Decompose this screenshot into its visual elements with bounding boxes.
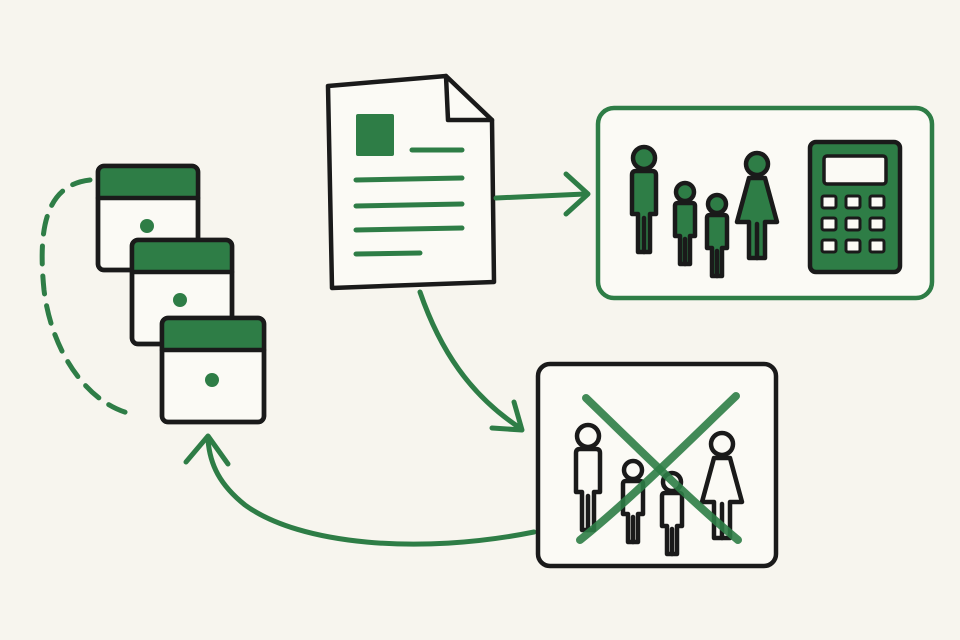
document-icon <box>325 73 497 291</box>
calculator-icon <box>807 139 903 275</box>
dashed-loop-edge <box>39 177 135 417</box>
family-calculator-box <box>595 105 935 301</box>
calendar-stack <box>95 163 267 425</box>
arrow-document-to-crossed-box <box>417 289 525 433</box>
family-crossed-box <box>535 361 779 569</box>
cross-icon <box>576 392 742 544</box>
calendar-icon <box>159 315 267 425</box>
arrow-document-to-calculator-box <box>493 171 591 217</box>
arrow-crossed-box-to-calendars <box>183 433 537 547</box>
